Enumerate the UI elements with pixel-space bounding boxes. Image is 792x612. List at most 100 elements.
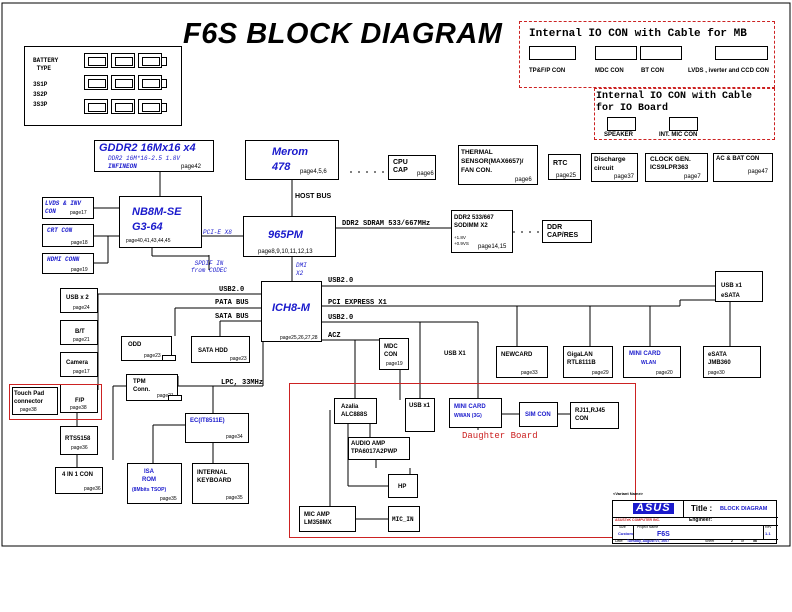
cpu-name: Merom bbox=[272, 146, 309, 158]
mic-in-block: MIC_IN bbox=[388, 506, 420, 532]
battery-cell-icon bbox=[111, 99, 135, 114]
camera-name: Camera bbox=[66, 360, 89, 366]
size-value: Custom bbox=[618, 531, 633, 536]
sata-hdd-page: page23 bbox=[230, 356, 247, 362]
title-value: BLOCK DIAGRAM bbox=[720, 506, 768, 512]
bt-block: B/T page21 bbox=[60, 320, 98, 345]
usb-esata-name: USB x1 eSATA bbox=[721, 283, 743, 300]
of-label: of bbox=[741, 539, 744, 543]
hdmi-conn-block: HDMI CONN page19 bbox=[42, 253, 94, 274]
isa-rom-block: ISA ROM (8Mbits TSOP) page35 bbox=[127, 463, 182, 504]
battery-cell-icon bbox=[84, 53, 108, 68]
cpu-cap-page: page6 bbox=[417, 171, 434, 177]
battery-cell-label: 3S1P bbox=[33, 81, 48, 88]
minicard-wlan-page: page20 bbox=[656, 370, 673, 376]
internal-io-board-title: Internal IO CON with Cable for IO Board bbox=[596, 91, 753, 114]
thermal-page: page6 bbox=[515, 177, 532, 183]
four-in-one-name: 4 IN 1 CON bbox=[62, 472, 94, 478]
gddr2-vendor: INFINEON bbox=[108, 163, 137, 170]
lvds-inv-con-block: LVDS & INV CON page17 bbox=[42, 197, 94, 219]
usb-x2-block: USB x 2 page24 bbox=[60, 288, 98, 313]
usb-x1-db-name: USB x1 bbox=[409, 403, 431, 409]
mic-amp-name: MIC AMP LM358MX bbox=[304, 512, 332, 527]
size-label: Size bbox=[619, 525, 626, 529]
ec-name: EC(IT8511E) bbox=[190, 418, 225, 424]
azalia-codec-block: Azalia ALC888S bbox=[334, 398, 377, 424]
clock-gen-block: CLOCK GEN. ICS9LPR363 page7 bbox=[645, 153, 708, 182]
sheet-value: 2 bbox=[731, 539, 733, 543]
company-name: ASUSTeK COMPUTER INC. bbox=[615, 518, 661, 522]
asus-logo-area: ASUS bbox=[613, 501, 684, 517]
project-value: F6S bbox=[657, 531, 670, 538]
lvds-page: page17 bbox=[70, 210, 87, 216]
tpm-connector-icon bbox=[168, 395, 182, 401]
rtc-name: RTC bbox=[553, 160, 568, 167]
azalia-name: Azalia ALC888S bbox=[341, 404, 368, 419]
battery-cell-icon bbox=[138, 99, 162, 114]
gigalan-page: page29 bbox=[592, 370, 609, 376]
of-value: 56 bbox=[753, 539, 757, 543]
bt-connector bbox=[640, 46, 682, 60]
cpu-cap-block: CPU CAP page6 bbox=[388, 155, 436, 180]
mic-amp-block: MIC AMP LM358MX bbox=[299, 506, 356, 532]
rts-name: RTS5158 bbox=[65, 436, 91, 442]
battery-type-panel: BATTERY TYPE 3S1P 3S2P 3S3P bbox=[24, 46, 182, 126]
ec-block: EC(IT8511E) page34 bbox=[185, 413, 249, 443]
newcard-block: NEWCARD page33 bbox=[496, 346, 548, 378]
pcie-x8-label: PCI-E X8 bbox=[203, 229, 232, 236]
battery-cell-icon bbox=[84, 75, 108, 90]
rj-name: RJ11,RJ45 CON bbox=[575, 408, 606, 423]
esata-jmb-page: page30 bbox=[708, 370, 725, 376]
ac-bat-con-block: AC & BAT CON page47 bbox=[713, 153, 773, 182]
int-mic-connector bbox=[669, 117, 698, 131]
host-bus-label: HOST BUS bbox=[295, 193, 332, 200]
tpm-page: page21 bbox=[157, 393, 174, 399]
battery-tip-icon bbox=[162, 57, 167, 66]
ec-page: page34 bbox=[226, 434, 243, 440]
hdmi-page: page19 bbox=[71, 267, 88, 273]
minicard-wwan-name: MINI CARD bbox=[454, 404, 486, 410]
speaker-label: SPEAKER bbox=[604, 132, 634, 138]
cpu-cap-name: CPU CAP bbox=[393, 159, 408, 175]
discharge-name: Discharge circuit bbox=[594, 156, 626, 172]
cpu-socket: 478 bbox=[272, 161, 291, 173]
gddr2-page: page42 bbox=[181, 164, 202, 170]
gddr2-memory-block: GDDR2 16Mx16 x4 DDR2 16M*16-2.5 1.8V INF… bbox=[94, 140, 214, 172]
sim-name: SIM CON bbox=[525, 412, 551, 418]
rev-label: Rev bbox=[765, 525, 772, 529]
mdc-con-label: MDC CON bbox=[595, 68, 624, 74]
camera-block: Camera page17 bbox=[60, 352, 98, 377]
ac-bat-page: page47 bbox=[748, 169, 769, 175]
four-in-one-page: page36 bbox=[84, 486, 101, 492]
tp-fp-connector bbox=[529, 46, 576, 60]
nb-name: 965PM bbox=[268, 229, 303, 241]
rtc-page: page25 bbox=[556, 173, 577, 179]
bt-con-label: BT CON bbox=[641, 68, 664, 74]
minicard-wlan-sub: WLAN bbox=[641, 360, 656, 366]
odd-connector-icon bbox=[162, 355, 176, 361]
clock-page: page7 bbox=[684, 174, 701, 180]
dmi-label: DMI X2 bbox=[296, 262, 307, 277]
cpu-block: Merom 478 page4,5,6 bbox=[245, 140, 339, 180]
minicard-wwan-block: MINI CARD WWAN (3G) bbox=[449, 398, 502, 428]
usb-x1-bus-label: USB X1 bbox=[444, 351, 466, 357]
isa-rom-page: page35 bbox=[160, 496, 177, 502]
rts5158-block: RTS5158 page36 bbox=[60, 426, 98, 455]
touchpad-page: page38 bbox=[20, 407, 37, 413]
title-block: ASUS ASUSTeK COMPUTER INC. Title : BLOCK… bbox=[612, 500, 778, 544]
usb-x2-name: USB x 2 bbox=[66, 295, 89, 301]
newcard-page: page33 bbox=[521, 370, 538, 376]
discharge-circuit-block: Discharge circuit page37 bbox=[591, 153, 638, 182]
tp-fp-label: TP&F/P CON bbox=[529, 68, 566, 74]
tpm-name: TPM Conn. bbox=[133, 379, 150, 393]
nb-page: page8,9,10,11,12,13 bbox=[258, 249, 313, 255]
sodimm-voltage: +1.8V +0.9VS bbox=[454, 235, 469, 246]
ac-bat-name: AC & BAT CON bbox=[716, 156, 760, 162]
usb-x1-daughter-block: USB x1 bbox=[405, 398, 435, 432]
esata-jmb360-block: eSATA JMB360 page30 bbox=[703, 346, 761, 378]
rts-page: page36 bbox=[71, 445, 88, 451]
sheet-label: Sheet bbox=[705, 539, 715, 543]
sb-page: page25,26,27,28 bbox=[280, 335, 318, 341]
page-title: F6S BLOCK DIAGRAM bbox=[183, 18, 503, 50]
